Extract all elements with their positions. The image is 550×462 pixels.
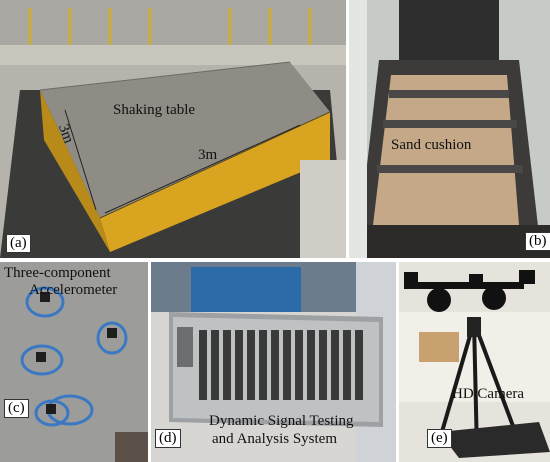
panel-a-dim-front: 3m — [198, 147, 218, 163]
panel-c-title-line2: Accelerometer — [29, 282, 118, 298]
panel-a-label: (a) — [6, 234, 31, 253]
panel-d-title-line2: and Analysis System — [212, 431, 338, 447]
panel-d-label: (d) — [155, 429, 181, 448]
panel-d-signal-system-photo: Dynamic Signal Testing and Analysis Syst… — [151, 262, 396, 462]
panel-c-label: (c) — [4, 399, 29, 418]
panel-a-shaking-table-photo: Shaking table 3m 3m (a) — [0, 0, 346, 258]
panel-a-title: Shaking table — [113, 102, 196, 118]
panel-c-accelerometer-photo: Three-component Accelerometer (c) — [0, 262, 148, 462]
panel-b-label: (b) — [525, 232, 550, 251]
panel-e-label: (e) — [427, 429, 452, 448]
panel-d-title-line1: Dynamic Signal Testing — [209, 413, 354, 429]
panel-e-hd-camera-photo: HD Camera (e) — [399, 262, 550, 462]
panel-c-title-line1: Three-component — [4, 265, 111, 281]
panel-e-title: HD Camera — [452, 386, 525, 402]
panel-b-sand-cushion-photo: Sand cushion (b) — [349, 0, 550, 258]
panel-b-title: Sand cushion — [391, 137, 472, 153]
